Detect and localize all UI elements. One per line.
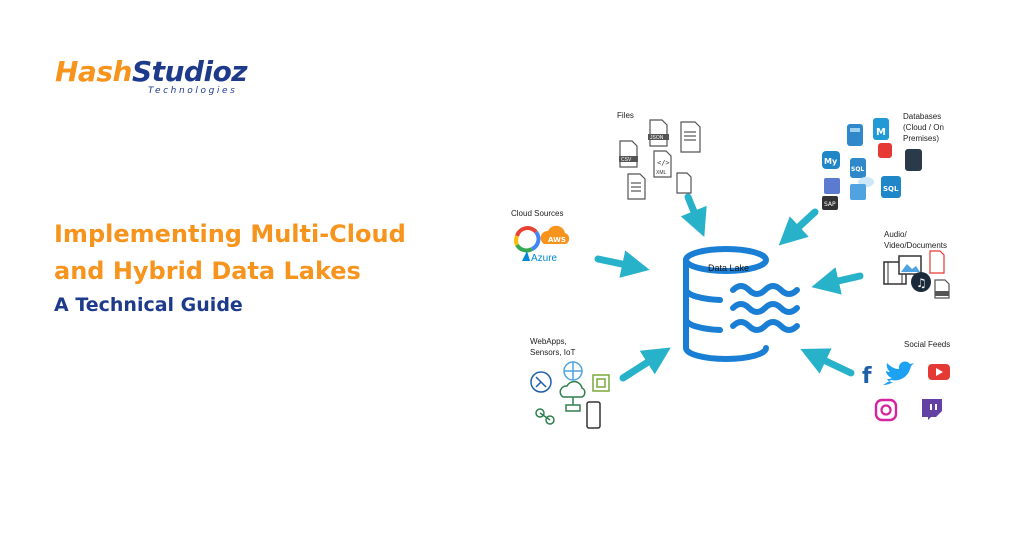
image-icon <box>898 255 922 275</box>
media-label-line-2: Video/Documents <box>884 241 947 250</box>
cloud-sources-label: Cloud Sources <box>511 209 563 218</box>
mysql-icon: My <box>822 151 840 169</box>
azure-icon: Azure <box>522 251 558 264</box>
csv-label: CSV <box>621 157 632 163</box>
document-file-icon <box>680 121 701 153</box>
files-label: Files <box>617 111 634 120</box>
file-icons: </> <box>619 119 701 200</box>
mariadb-icon: M <box>873 118 889 140</box>
arrow-from-databases <box>778 208 819 246</box>
arrow-from-social <box>800 348 855 377</box>
hub-icon <box>530 371 552 393</box>
twitter-icon <box>883 361 914 385</box>
mobile-icon <box>586 401 601 429</box>
facebook-icon: f <box>862 364 872 389</box>
drone-icon <box>535 408 555 425</box>
webapps-label-line-2: Sensors, IoT <box>530 348 575 357</box>
azure-sql-icon <box>847 124 863 146</box>
data-lake-icon <box>683 246 800 362</box>
json-label: JSON <box>650 135 664 141</box>
music-icon: ♫ <box>911 272 931 292</box>
csv-file-icon <box>619 140 638 168</box>
page-subtitle: A Technical Guide <box>54 294 243 316</box>
svg-text:♫: ♫ <box>916 276 927 290</box>
postgres-icon <box>905 149 922 171</box>
sap-label: SAP <box>824 201 836 208</box>
data-lake-label: Data Lake <box>708 263 749 273</box>
xml-label: XML <box>656 170 667 176</box>
cloud-icons: AWS Azure <box>514 225 570 264</box>
mysql-label: My <box>824 157 838 166</box>
cloud-network-icon <box>559 380 586 412</box>
chip-icon <box>592 374 610 392</box>
databases-label-line-2: (Cloud / On <box>903 123 944 132</box>
iot-icons <box>530 361 610 429</box>
sap-db-icon: SAP <box>822 196 838 210</box>
xml-file-icon: </> <box>653 150 672 178</box>
svg-text:</>: </> <box>657 159 670 167</box>
title-line-1: Implementing Multi-Cloud <box>54 220 406 248</box>
sql-db-icon-2: SQL <box>881 176 901 198</box>
logo-part-hash: Hash <box>55 55 132 88</box>
json-file-icon <box>648 119 669 147</box>
media-icons: ♫ <box>883 250 950 299</box>
social-icons: f <box>862 361 950 422</box>
arrow-from-cloud <box>594 250 650 278</box>
google-cloud-icon <box>514 226 541 253</box>
generic-file-icon <box>676 172 692 194</box>
twitch-icon <box>922 399 942 420</box>
aws-label: AWS <box>548 236 566 244</box>
oracle-db-icon <box>878 143 892 158</box>
instagram-icon <box>874 398 898 422</box>
logo-wordmark: HashStudioz <box>55 55 248 88</box>
sql-label: SQL <box>851 166 864 173</box>
globe-icon <box>563 361 583 381</box>
logo-tagline: Technologies <box>148 86 238 96</box>
sql-server-icon: SQL <box>850 158 866 178</box>
databases-label-line-3: Premises) <box>903 134 939 143</box>
youtube-icon <box>928 364 950 380</box>
brand-logo[interactable]: HashStudioz Technologies <box>55 55 255 100</box>
page-title: Implementing Multi-Cloud and Hybrid Data… <box>54 216 406 290</box>
database-icons: M My SQL SAP SQL <box>822 118 922 210</box>
arrow-from-media <box>811 267 864 295</box>
azure-label: Azure <box>531 253 558 264</box>
text-file-icon <box>627 173 646 200</box>
social-feeds-label: Social Feeds <box>904 340 950 349</box>
aws-icon: AWS <box>540 225 570 244</box>
arrow-from-files <box>680 193 707 237</box>
sql-label-2: SQL <box>883 185 899 193</box>
cube-db-icon <box>824 178 840 194</box>
doc-icon <box>934 279 950 299</box>
media-label-line-1: Audio/ <box>884 230 907 239</box>
webapps-label-line-1: WebApps, <box>530 337 567 346</box>
logo-part-studioz: Studioz <box>131 55 248 88</box>
arrow-from-webapps <box>619 347 671 382</box>
grid-db-icon <box>850 184 866 200</box>
databases-label-line-1: Databases <box>903 112 941 121</box>
svg-text:M: M <box>876 127 886 138</box>
pdf-icon <box>929 250 945 274</box>
title-line-2: and Hybrid Data Lakes <box>54 257 361 285</box>
